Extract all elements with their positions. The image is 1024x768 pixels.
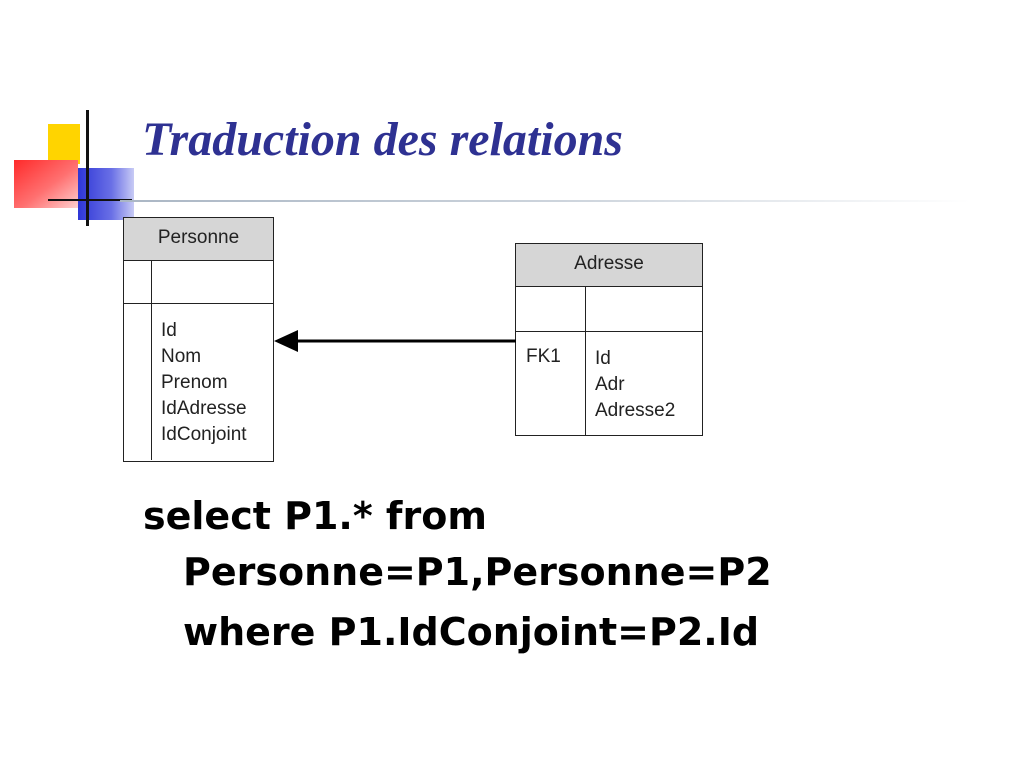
entity-header: Personne xyxy=(124,218,273,261)
sql-query: select P1.* from Personne=P1,Personne=P2… xyxy=(143,488,772,660)
slide-logo-decoration xyxy=(0,0,160,240)
logo-vertical-line xyxy=(86,110,89,226)
entity-field-list: Id Nom Prenom IdAdresse IdConjoint xyxy=(152,304,247,460)
entity-field-list: Id Adr Adresse2 xyxy=(586,332,675,435)
entity-adresse: Adresse FK1 Id Adr Adresse2 xyxy=(515,243,703,436)
entity-field: Nom xyxy=(161,346,202,367)
sql-line: where P1.IdConjoint=P2.Id xyxy=(183,610,760,654)
entity-field: Id xyxy=(595,348,611,369)
sql-line: select P1.* from xyxy=(143,494,487,538)
entity-field: IdConjoint xyxy=(161,424,247,445)
entity-fk-label: FK1 xyxy=(516,332,586,435)
sql-line: Personne=P1,Personne=P2 xyxy=(183,550,772,594)
logo-yellow-square xyxy=(48,124,80,164)
entity-pk-row xyxy=(516,287,702,332)
relation-arrow xyxy=(274,330,516,352)
slide-title: Traduction des relations xyxy=(142,113,623,166)
entity-key-cell xyxy=(124,304,152,460)
entity-field: IdAdresse xyxy=(161,398,247,419)
entity-key-cell xyxy=(516,287,586,331)
entity-personne: Personne Id Nom Prenom IdAdresse IdConjo… xyxy=(123,217,274,462)
entity-body-row: FK1 Id Adr Adresse2 xyxy=(516,332,702,435)
entity-body-row: Id Nom Prenom IdAdresse IdConjoint xyxy=(124,304,273,460)
entity-field: Id xyxy=(161,320,177,341)
entity-key-cell xyxy=(124,261,152,303)
entity-field: Adr xyxy=(595,374,625,395)
entity-pk-fields xyxy=(586,287,595,331)
entity-field: Prenom xyxy=(161,372,228,393)
title-underline xyxy=(120,200,970,202)
entity-header: Adresse xyxy=(516,244,702,287)
entity-field: Adresse2 xyxy=(595,400,676,421)
entity-pk-fields xyxy=(152,261,161,303)
logo-horizontal-line xyxy=(48,199,132,201)
arrowhead-icon xyxy=(274,330,298,352)
entity-pk-row xyxy=(124,261,273,304)
